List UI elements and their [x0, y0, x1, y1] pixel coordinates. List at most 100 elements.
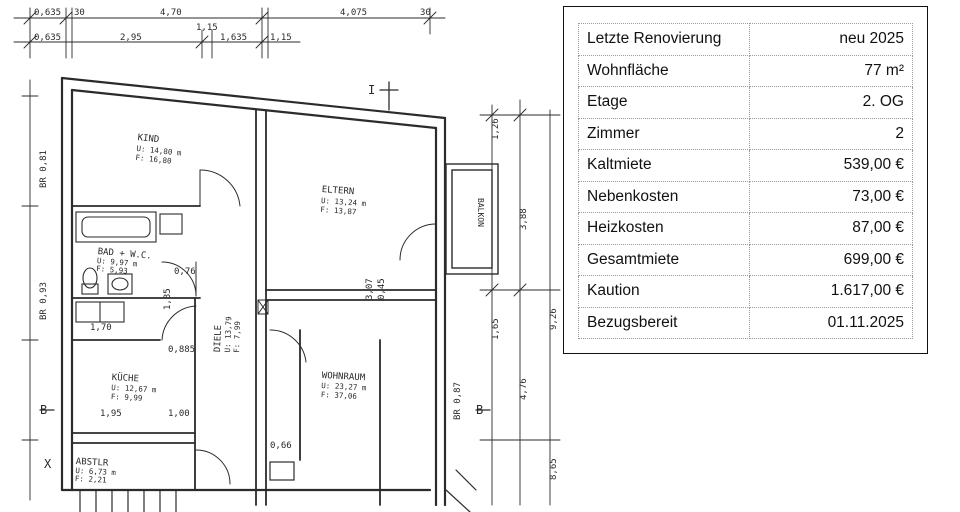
room-labels: KIND U: 14,80 m F: 16,80 ELTERN U: 13,24… — [75, 133, 485, 485]
door-swings — [161, 169, 437, 485]
room-abstellr: ABSTLR U: 6,73 m F: 2,21 — [75, 457, 117, 485]
dim-label: 30 — [74, 8, 85, 18]
info-label: Kaltmiete — [578, 149, 750, 182]
svg-text:KÜCHE: KÜCHE — [112, 372, 140, 384]
dim-label: 0,76 — [174, 267, 196, 277]
dim-label: BR 0,81 — [39, 150, 49, 188]
info-value: neu 2025 — [748, 23, 914, 56]
info-value: 699,00 € — [748, 243, 914, 276]
dimension-labels: 0,635 30 4,70 4,075 30 0,635 2,95 1,15 1… — [34, 8, 431, 451]
room-kueche: KÜCHE U: 12,67 m F: 9,99 — [111, 372, 158, 403]
dim-label: 0,635 — [34, 33, 61, 43]
info-label: Nebenkosten — [578, 180, 750, 213]
info-value: 73,00 € — [748, 180, 914, 213]
info-label: Letzte Renovierung — [578, 23, 750, 56]
interior-walls — [71, 109, 437, 506]
info-value: 2 — [748, 117, 914, 150]
bath-fixtures — [75, 211, 183, 323]
info-label: Gesamtmiete — [578, 243, 750, 276]
dim-label: 1,00 — [168, 409, 190, 419]
section-marker-i: I — [368, 83, 375, 97]
dim-label: BR 0,93 — [39, 282, 49, 320]
room-kind: KIND U: 14,80 m F: 16,80 — [135, 133, 182, 166]
dim-label: 3,88 — [519, 208, 529, 230]
svg-text:F: 16,80: F: 16,80 — [135, 153, 172, 166]
outer-walls — [60, 76, 447, 507]
info-value: 539,00 € — [748, 149, 914, 182]
section-marker-b-right: B — [476, 403, 483, 417]
info-value: 77 m² — [748, 54, 914, 87]
svg-text:F: 37,06: F: 37,06 — [321, 390, 358, 401]
dim-label: 0,45 — [377, 278, 387, 300]
dim-label: 1,95 — [100, 409, 122, 419]
left-dimension-lines — [21, 79, 39, 501]
right-dimension-lines — [479, 99, 561, 506]
dim-label: 2,95 — [120, 33, 142, 43]
dim-label: 0,635 — [34, 8, 61, 18]
dim-label: 3,07 — [365, 278, 375, 300]
svg-text:F: 7,99: F: 7,99 — [232, 321, 242, 353]
room-bad: BAD + W.C. U: 9,97 m F: 5,93 — [96, 247, 152, 276]
info-value: 01.11.2025 — [748, 306, 914, 339]
dim-label: 8,65 — [549, 458, 559, 480]
dim-label: 1,70 — [90, 323, 112, 333]
svg-text:U: 12,67 m: U: 12,67 m — [111, 383, 157, 394]
dim-label: 0,885 — [168, 345, 195, 355]
dim-label: 1,15 — [270, 33, 292, 43]
svg-text:DIELE: DIELE — [213, 325, 224, 352]
dim-label: 4,70 — [160, 8, 182, 18]
dim-label: 4,76 — [519, 378, 529, 400]
section-markers — [39, 81, 491, 411]
svg-text:ABSTLR: ABSTLR — [76, 457, 110, 469]
svg-text:U: 9,97 m: U: 9,97 m — [97, 256, 139, 269]
dim-label: 0,66 — [270, 441, 292, 451]
svg-text:U: 6,73 m: U: 6,73 m — [75, 466, 117, 477]
section-marker-x: X — [44, 457, 52, 471]
svg-text:U: 13,24 m: U: 13,24 m — [321, 196, 367, 208]
svg-text:F: 2,21: F: 2,21 — [75, 474, 107, 485]
stair-hatch — [79, 461, 477, 512]
svg-text:BAD + W.C.: BAD + W.C. — [97, 247, 152, 262]
section-letters: I B B X — [40, 83, 483, 471]
balcony-outline — [445, 163, 499, 275]
info-value: 87,00 € — [748, 212, 914, 245]
dim-label: 1,635 — [220, 33, 247, 43]
info-label: Etage — [578, 86, 750, 119]
info-label: Kaution — [578, 275, 750, 308]
dim-label: 1,26 — [491, 118, 501, 140]
dim-label: 4,075 — [340, 8, 367, 18]
dim-label: 1,15 — [196, 23, 218, 33]
room-diele: DIELE U: 13,79 F: 7,99 — [213, 316, 242, 353]
svg-text:F: 9,99: F: 9,99 — [111, 392, 143, 403]
dim-label: 9,26 — [549, 308, 559, 330]
info-value: 2. OG — [748, 86, 914, 119]
info-label: Zimmer — [578, 117, 750, 150]
dim-label: 30 — [420, 8, 431, 18]
info-value: 1.617,00 € — [748, 275, 914, 308]
room-eltern: ELTERN U: 13,24 m F: 13,87 — [320, 185, 367, 216]
dim-label: 1,65 — [491, 318, 501, 340]
svg-text:F: 5,93: F: 5,93 — [96, 264, 128, 276]
room-balkon: BALKON — [476, 198, 485, 227]
top-dimension-lines — [13, 7, 446, 59]
svg-text:KIND: KIND — [137, 133, 160, 145]
room-wohnraum: WOHNRAUM U: 23,27 m F: 37,06 — [321, 371, 368, 401]
info-label: Wohnfläche — [578, 54, 750, 87]
dim-label: 1,35 — [163, 288, 173, 310]
section-marker-b-left: B — [40, 403, 47, 417]
info-label: Bezugsbereit — [578, 306, 750, 339]
dim-label: BR 0,87 — [453, 382, 463, 420]
